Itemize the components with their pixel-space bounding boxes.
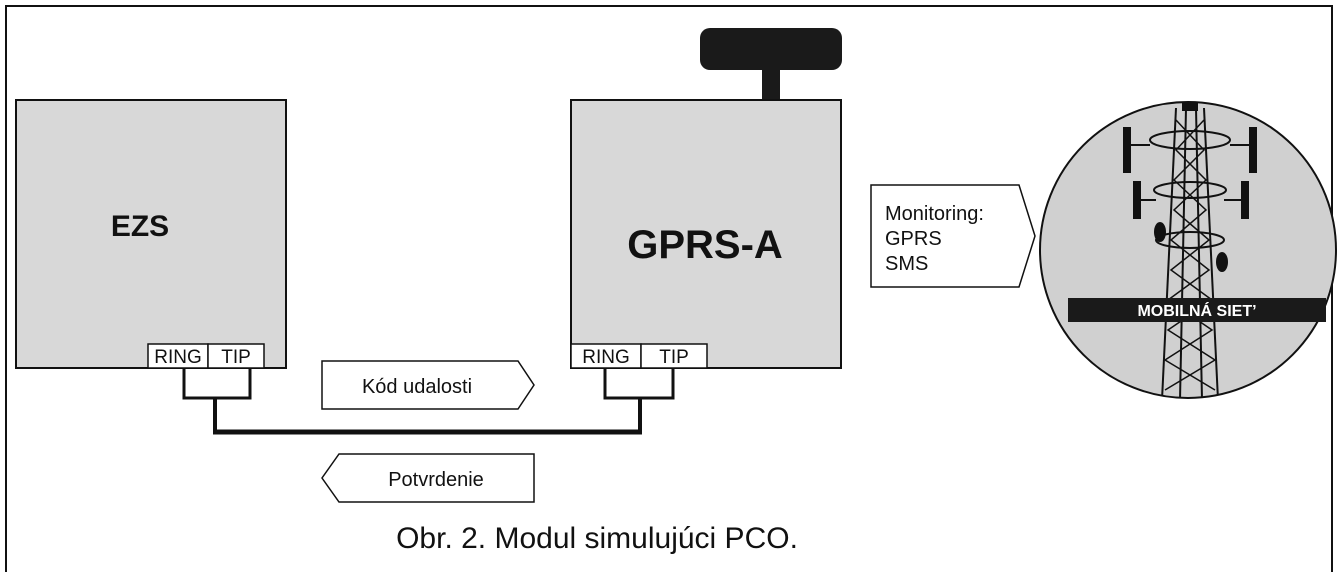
phone-line: [182, 368, 675, 435]
gprs-terminal-tip-box: [640, 343, 708, 369]
mobile-network: MOBILNÁ SIET’: [1039, 101, 1337, 399]
monitoring-heading: Monitoring:: [885, 203, 984, 225]
figure-frame: [5, 5, 1333, 572]
network-label: MOBILNÁ SIET’: [1137, 301, 1256, 320]
right-arrow-icon: [870, 184, 1036, 288]
gprs-panel: GPRS-A RING TIP: [570, 28, 842, 369]
monitoring-channel-gprs: GPRS: [885, 228, 942, 250]
ezs-terminal-tip-box: [207, 343, 265, 369]
network-circle: [1039, 101, 1337, 399]
monitoring-arrow: Monitoring: GPRS SMS: [870, 184, 1036, 288]
figure-caption: Obr. 2. Modul simulujúci PCO.: [396, 522, 798, 555]
acknowledge-label: Potvrdenie: [388, 469, 484, 491]
antenna-icon: [700, 28, 842, 70]
right-arrow-icon: [321, 360, 535, 410]
ezs-panel: EZS RING TIP: [15, 99, 287, 369]
left-arrow-icon: [321, 453, 535, 503]
acknowledge-arrow: Potvrdenie: [321, 453, 535, 503]
network-banner: [1068, 298, 1326, 322]
ezs-title: EZS: [111, 210, 169, 243]
monitoring-channel-sms: SMS: [885, 253, 928, 275]
gprs-title: GPRS-A: [627, 223, 783, 267]
ezs-terminal-ring-box: [147, 343, 209, 369]
event-code-label: Kód udalosti: [362, 376, 472, 398]
gprs-terminal-loop: [603, 368, 675, 400]
ezs-terminal-tip: TIP: [221, 347, 251, 368]
gprs-panel-box: [570, 99, 842, 369]
tower-icon: [1123, 102, 1257, 398]
gprs-terminal-tip: TIP: [659, 347, 689, 368]
gprs-terminal-ring: RING: [582, 347, 630, 368]
ezs-terminal-loop: [182, 368, 252, 400]
antenna-mast: [762, 68, 780, 102]
ezs-terminal-ring: RING: [154, 347, 202, 368]
event-code-arrow: Kód udalosti: [321, 360, 535, 410]
